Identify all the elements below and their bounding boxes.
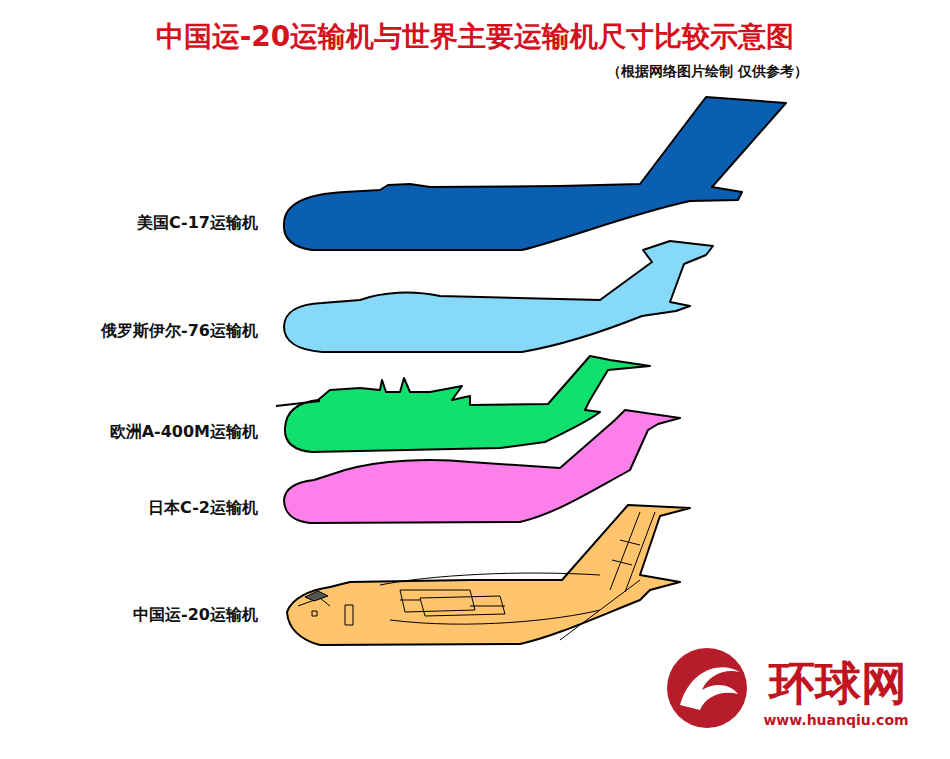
rudder-line: [612, 540, 640, 565]
aircraft-label: 欧洲A-400M运输机: [110, 423, 258, 441]
aircraft-label: 俄罗斯伊尔-76运输机: [101, 322, 258, 340]
aircraft-label: 中国运-20运输机: [133, 606, 258, 624]
diagram-caption: （根据网络图片绘制 仅供参考）: [607, 63, 808, 79]
y20-silhouette: [287, 505, 690, 645]
door: [345, 605, 353, 625]
diagram-title: 中国运-20运输机与世界主要运输机尺寸比较示意图: [156, 21, 795, 53]
a400m-probe: [276, 401, 320, 406]
engine: [400, 590, 475, 612]
il76-silhouette: [284, 241, 713, 352]
engine-line: [400, 600, 505, 606]
logo-text: 环球网: [769, 657, 907, 710]
window: [312, 611, 317, 616]
aircraft-label: 日本C-2运输机: [148, 499, 258, 517]
logo-url: www.huanqiu.com: [763, 712, 908, 728]
aircraft-label: 美国C-17运输机: [137, 214, 258, 232]
fairing-line: [390, 610, 600, 624]
c17-silhouette: [284, 97, 786, 250]
cockpit-window: [305, 591, 328, 601]
logo-mark: [667, 648, 747, 728]
c2-silhouette: [284, 410, 680, 523]
tail-line: [560, 512, 655, 640]
wing-line: [380, 573, 600, 585]
